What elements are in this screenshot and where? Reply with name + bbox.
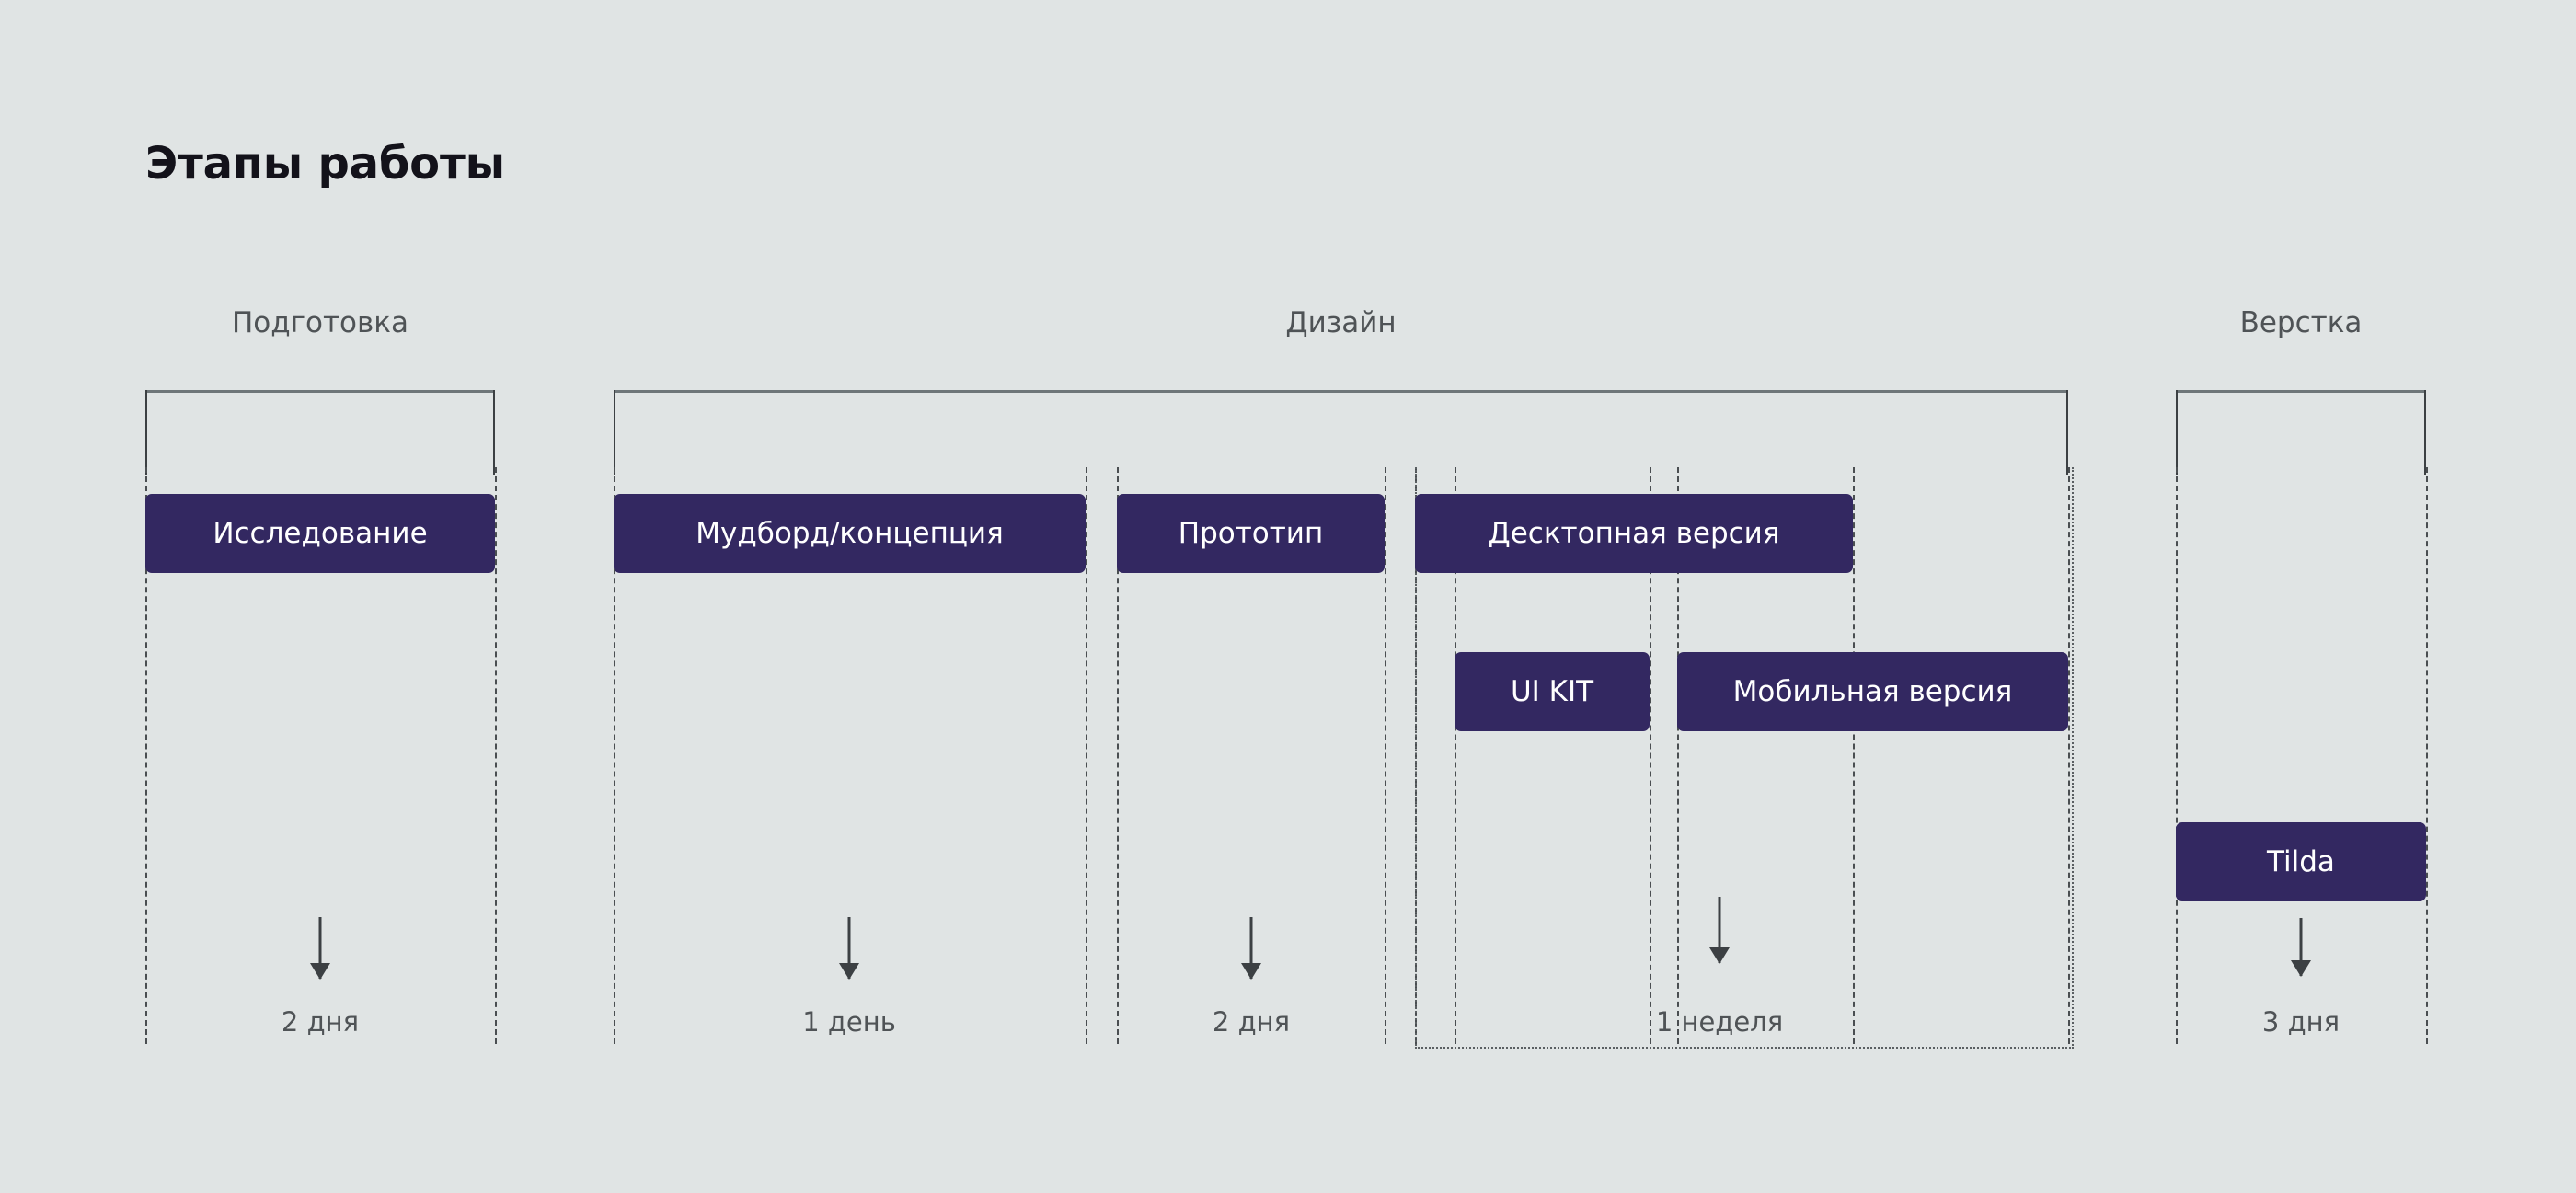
guide-line: [1650, 467, 1651, 1044]
task-label: Tilda: [2267, 845, 2335, 878]
phase-label-markup: Верстка: [2239, 306, 2363, 339]
duration-prototype: 2 дня: [1212, 1006, 1291, 1038]
task-bar-mobile[interactable]: Мобильная версия: [1677, 652, 2068, 731]
task-label: Исследование: [213, 517, 428, 550]
bracket-left-line: [614, 390, 615, 475]
duration-sprint: 1 неделя: [1655, 1006, 1784, 1038]
task-bar-moodboard[interactable]: Мудборд/концепция: [614, 494, 1086, 573]
task-label: Мудборд/концепция: [696, 517, 1004, 550]
duration-moodboard: 1 день: [802, 1006, 896, 1038]
duration-tilda: 3 дня: [2261, 1006, 2340, 1038]
guide-line: [145, 467, 147, 1044]
arrow-shaft: [2299, 918, 2303, 976]
guide-line: [1677, 467, 1679, 1044]
task-bar-desktop[interactable]: Десктопная версия: [1415, 494, 1853, 573]
arrow-shaft: [847, 917, 851, 979]
bracket-right-line: [2424, 390, 2426, 475]
guide-line: [1385, 467, 1386, 1044]
arrow-head: [839, 963, 859, 980]
task-bar-research[interactable]: Исследование: [145, 494, 495, 573]
task-label: Десктопная версия: [1488, 517, 1780, 550]
phase-label-design: Дизайн: [1285, 306, 1397, 339]
arrow-head: [1709, 947, 1730, 964]
arrow-down-icon: [1240, 917, 1262, 980]
arrow-down-icon: [309, 917, 331, 980]
arrow-shaft: [1718, 897, 1721, 963]
guide-line: [1086, 467, 1087, 1044]
guide-line: [2426, 467, 2428, 1044]
phase-bracket-design: [614, 390, 2068, 475]
guide-line: [1853, 467, 1855, 1044]
guide-line: [1117, 467, 1119, 1044]
bracket-top-line: [2176, 390, 2426, 393]
arrow-down-icon: [2290, 918, 2312, 977]
bracket-top-line: [614, 390, 2068, 393]
bracket-left-line: [145, 390, 147, 475]
task-bar-tilda[interactable]: Tilda: [2176, 822, 2426, 901]
bracket-left-line: [2176, 390, 2178, 475]
task-bar-uikit[interactable]: UI KIT: [1455, 652, 1650, 731]
duration-research: 2 дня: [281, 1006, 360, 1038]
page-title: Этапы работы: [145, 138, 505, 189]
task-label: Мобильная версия: [1732, 675, 2013, 708]
guide-line: [2176, 467, 2178, 1044]
sprint-group-outline: [1415, 467, 2074, 1049]
bracket-right-line: [493, 390, 495, 475]
arrow-shaft: [318, 917, 322, 979]
phase-bracket-markup: [2176, 390, 2426, 475]
task-label: UI KIT: [1510, 675, 1594, 708]
phase-bracket-preparation: [145, 390, 495, 475]
arrow-head: [310, 963, 330, 980]
guide-line: [495, 467, 497, 1044]
task-bar-prototype[interactable]: Прототип: [1117, 494, 1385, 573]
guide-line: [1455, 467, 1456, 1044]
arrow-head: [1241, 963, 1261, 980]
guide-line: [2068, 467, 2070, 1044]
arrow-head: [2291, 960, 2311, 977]
guide-line: [614, 467, 615, 1044]
arrow-down-icon: [1708, 897, 1731, 964]
arrow-shaft: [1249, 917, 1253, 979]
bracket-right-line: [2066, 390, 2068, 475]
arrow-down-icon: [838, 917, 860, 980]
bracket-top-line: [145, 390, 495, 393]
task-label: Прототип: [1178, 517, 1324, 550]
phase-label-preparation: Подготовка: [232, 306, 408, 339]
